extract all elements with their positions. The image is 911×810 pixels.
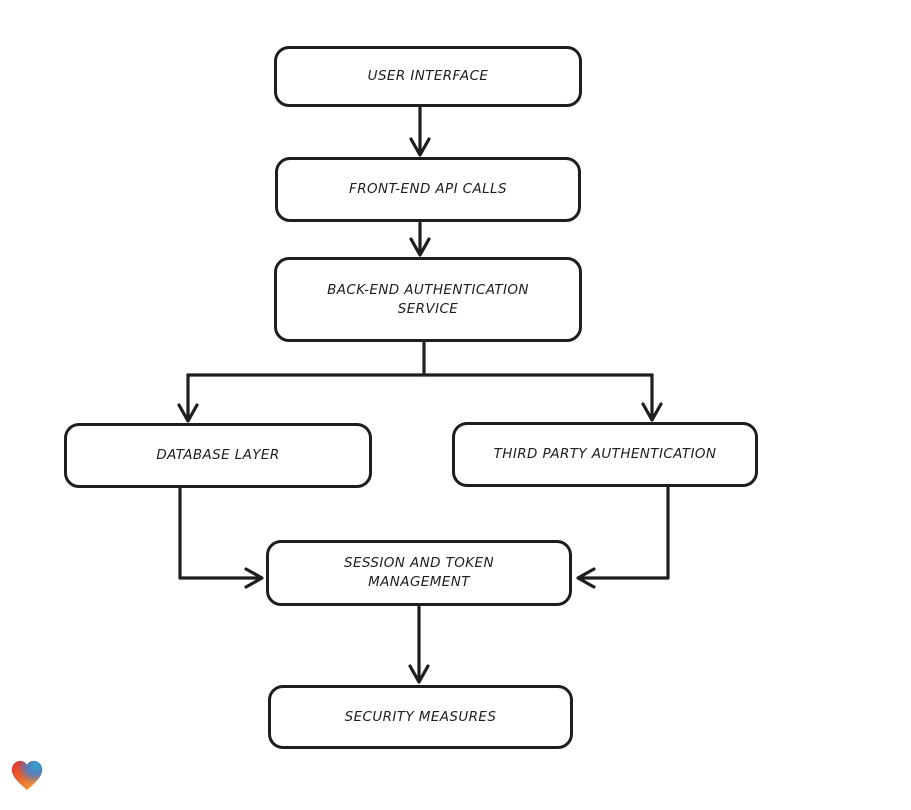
node-session-token-management: SESSION AND TOKEN MANAGEMENT xyxy=(266,540,572,606)
node-back-end-auth-service: BACK-END AUTHENTICATION SERVICE xyxy=(274,257,582,342)
heart-icon xyxy=(11,760,43,791)
node-label: SECURITY MEASURES xyxy=(344,708,497,725)
node-label: USER INTERFACE xyxy=(367,68,489,84)
node-label: SESSION AND TOKEN MANAGEMENT xyxy=(344,555,494,590)
edge-front-end-to-back-end xyxy=(409,221,431,257)
node-database-layer: DATABASE LAYER xyxy=(64,423,372,488)
node-third-party-auth: THIRD PARTY AUTHENTICATION xyxy=(452,422,758,487)
edge-third-party-to-session xyxy=(576,486,670,589)
node-front-end-api-calls: FRONT-END API CALLS xyxy=(275,157,581,222)
node-label: BACK-END AUTHENTICATION SERVICE xyxy=(327,281,529,317)
node-label: FRONT-END API CALLS xyxy=(349,181,507,197)
node-label: THIRD PARTY AUTHENTICATION xyxy=(493,446,717,462)
edge-user-interface-to-front-end xyxy=(409,106,431,157)
edge-database-to-session xyxy=(178,487,264,589)
node-label: DATABASE LAYER xyxy=(156,447,280,463)
edge-session-to-security xyxy=(408,605,430,684)
node-user-interface: USER INTERFACE xyxy=(274,46,582,107)
node-security-measures: SECURITY MEASURES xyxy=(268,685,573,749)
edge-back-end-branch xyxy=(177,341,663,423)
heart-logo[interactable] xyxy=(9,758,45,794)
